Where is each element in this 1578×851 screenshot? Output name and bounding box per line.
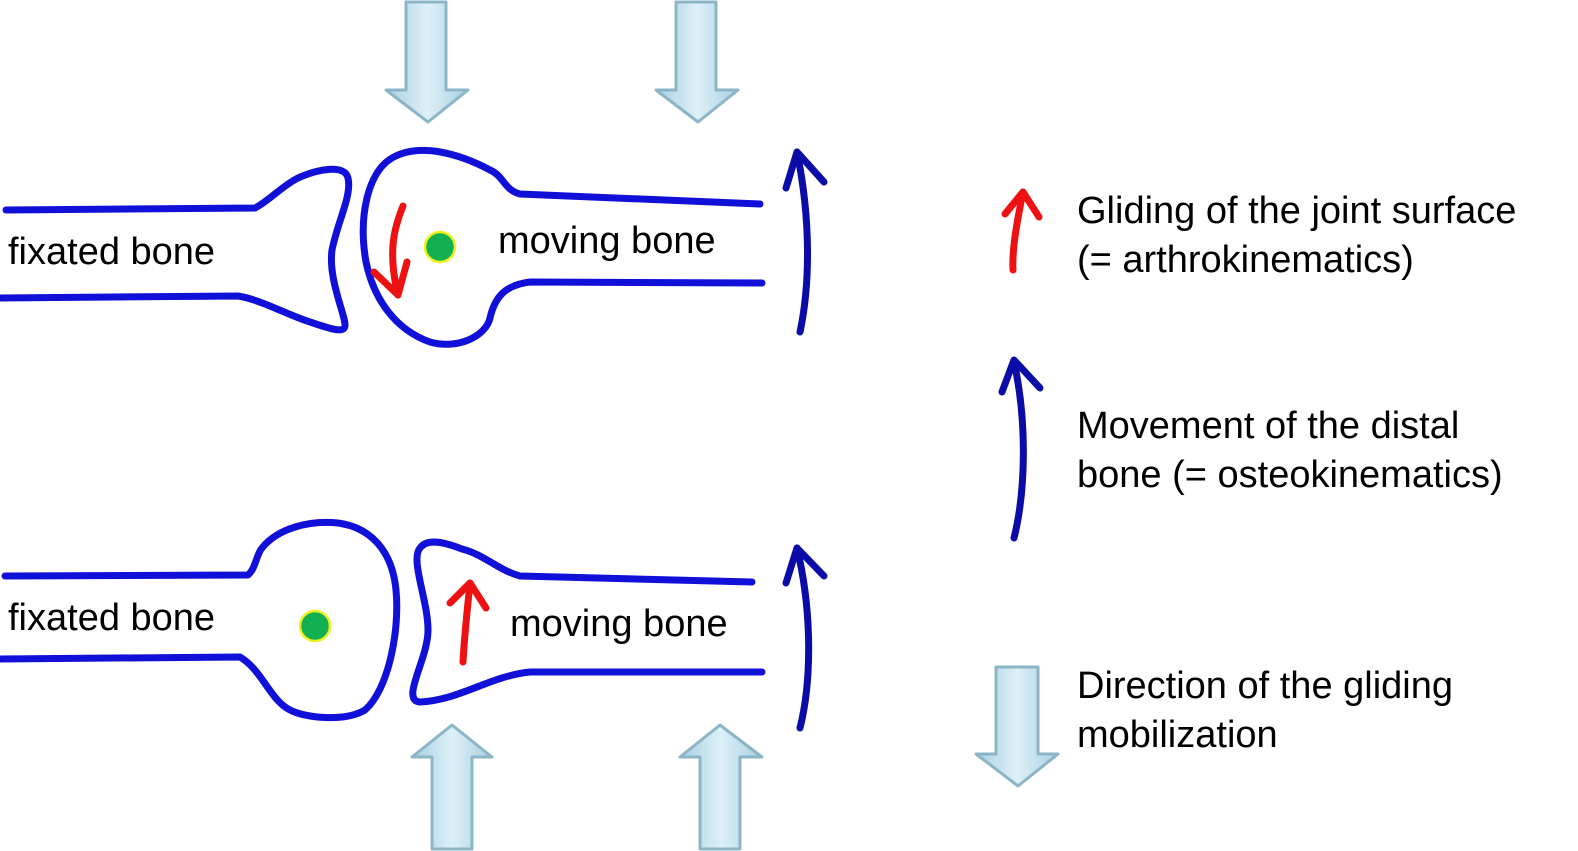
bottom-fixated-bone-label: fixated bone [8,597,215,639]
top-diagram: fixated bone moving bone [0,0,828,348]
bottom-moving-bone-label: moving bone [510,603,728,645]
bottom-gliding-arrow [446,579,490,666]
blue-arrow-icon [998,356,1044,542]
legend: Gliding of the joint surface (= arthroki… [974,188,1516,788]
top-mobilization-arrow-left [384,0,470,124]
legend-direction-line1: Direction of the gliding [1077,665,1453,707]
bottom-mobilization-arrow-right [678,723,764,851]
top-mobilization-arrow-right [654,0,740,124]
legend-movement-line1: Movement of the distal [1077,405,1459,447]
bottom-fixated-bone-outline [0,518,401,722]
top-moving-bone-outline [359,146,766,348]
top-fixated-bone-label: fixated bone [8,231,215,273]
top-gliding-arrow [370,202,411,299]
top-moving-bone-label: moving bone [498,220,716,262]
bottom-diagram: fixated bone moving bone [0,518,828,851]
bottom-mobilization-arrow-left [410,723,494,851]
legend-gliding-line2: (= arthrokinematics) [1077,239,1414,281]
top-rotation-axis-dot [423,230,457,264]
light-blue-block-arrow-icon [974,665,1060,788]
bottom-moving-bone-outline [409,538,766,706]
bottom-rotation-axis-dot [298,609,332,643]
bottom-movement-arrow [782,544,828,732]
legend-direction-line2: mobilization [1077,714,1278,756]
top-movement-arrow [782,148,828,336]
red-arrow-icon [1001,188,1043,274]
top-fixated-bone-outline [0,165,353,334]
legend-gliding-line1: Gliding of the joint surface [1077,190,1516,232]
legend-movement-line2: bone (= osteokinematics) [1077,454,1503,496]
